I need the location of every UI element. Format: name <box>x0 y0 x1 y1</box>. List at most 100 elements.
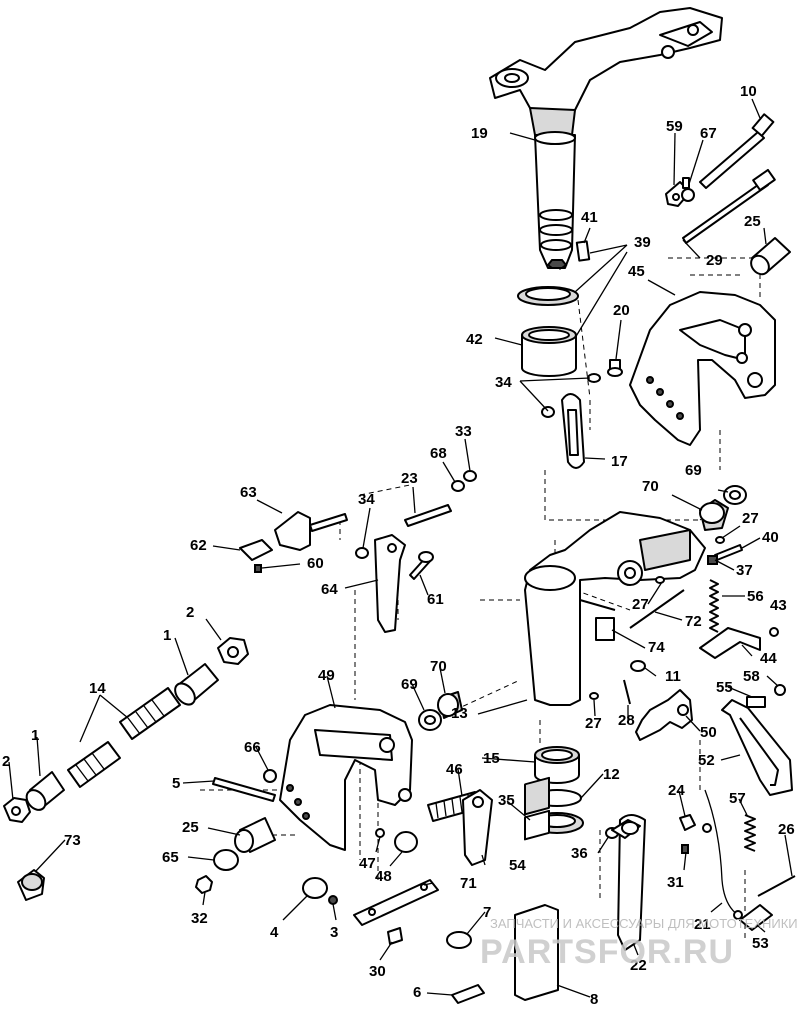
screw-part-3 <box>328 895 338 905</box>
label-53: 53 <box>752 935 769 952</box>
lever-part-50 <box>635 689 693 741</box>
clamp-bracket-part-49 <box>279 704 413 851</box>
label-31: 31 <box>667 874 684 891</box>
label-5: 5 <box>172 775 180 792</box>
label-29: 29 <box>706 252 723 269</box>
bolt-part-5 <box>212 777 276 802</box>
label-10: 10 <box>740 83 757 100</box>
alignment-dashed-lines <box>200 215 761 940</box>
label-32: 32 <box>191 910 208 927</box>
steering-arm-part-19 <box>489 7 723 269</box>
pin-part-28 <box>623 679 631 705</box>
label-12: 12 <box>603 766 620 783</box>
label-69-upper: 69 <box>685 462 702 479</box>
nut-part-37 <box>707 555 718 565</box>
pin-part-23 <box>404 504 452 527</box>
pin-part-72 <box>629 589 685 629</box>
label-42: 42 <box>466 331 483 348</box>
label-41: 41 <box>581 209 598 226</box>
bracket-part-53 <box>739 904 773 931</box>
tube-part-1-upper <box>174 663 219 706</box>
screw-part-31 <box>681 844 689 854</box>
latch-plate-part-8 <box>514 776 559 1001</box>
label-65: 65 <box>162 849 179 866</box>
label-44: 44 <box>760 650 777 667</box>
label-28: 28 <box>618 712 635 729</box>
label-6: 6 <box>413 984 421 1001</box>
bolt-part-20 <box>607 359 623 377</box>
nut-part-32 <box>195 875 213 894</box>
label-64: 64 <box>321 581 338 598</box>
label-11: 11 <box>665 668 681 685</box>
bracket-part-55 <box>746 696 766 708</box>
label-25-upper: 25 <box>744 213 761 230</box>
label-73: 73 <box>64 832 81 849</box>
disc-part-4 <box>302 877 328 899</box>
bushing-part-42 <box>521 326 577 377</box>
label-37: 37 <box>736 562 753 579</box>
sleeve-part-25 <box>750 237 791 276</box>
plate-part-71 <box>353 879 439 926</box>
label-1-upper: 1 <box>163 627 171 644</box>
nut-part-33 <box>463 470 477 482</box>
link-part-64 <box>374 534 406 633</box>
label-35: 35 <box>498 792 515 809</box>
label-27-a: 27 <box>742 510 759 527</box>
label-49: 49 <box>318 667 335 684</box>
screw-part-60 <box>254 564 262 573</box>
washer-part-69-lower <box>418 709 442 731</box>
label-70-upper: 70 <box>642 478 659 495</box>
nut-part-2-lower <box>3 797 31 823</box>
nut-part-2-upper <box>217 637 249 665</box>
label-67: 67 <box>700 125 717 142</box>
label-46: 46 <box>446 761 463 778</box>
clamp-bracket-part-45 <box>629 291 776 446</box>
handle-part-54 <box>462 789 493 866</box>
washer-part-27-lower <box>589 692 599 700</box>
lever-part-52 <box>721 699 793 796</box>
watermark-tagline: ЗАПЧАСТИ И АКСЕССУАРЫ ДЛЯ МОТОТЕХНИКИ <box>490 916 798 931</box>
label-2-upper: 2 <box>186 604 194 621</box>
watermark: ЗАПЧАСТИ И АКСЕССУАРЫ ДЛЯ МОТОТЕХНИКИ PA… <box>480 916 798 971</box>
threaded-tube-part-14 <box>67 687 181 788</box>
key-part-41 <box>575 240 591 262</box>
label-55: 55 <box>716 679 733 696</box>
label-39: 39 <box>634 234 651 251</box>
label-50: 50 <box>700 724 717 741</box>
label-45: 45 <box>628 263 645 280</box>
bolt-part-10 <box>699 113 775 189</box>
label-72: 72 <box>685 613 702 630</box>
label-27-b: 27 <box>632 596 649 613</box>
pin-part-26 <box>757 875 796 897</box>
label-54: 54 <box>509 857 526 874</box>
label-69-lower: 69 <box>401 676 418 693</box>
knob-part-73 <box>17 869 45 901</box>
label-74: 74 <box>648 639 665 656</box>
bracket-part-44 <box>699 627 761 659</box>
disc-part-48 <box>394 831 418 853</box>
label-13: 13 <box>451 705 468 722</box>
label-27-c: 27 <box>585 715 602 732</box>
label-33: 33 <box>455 423 472 440</box>
label-68: 68 <box>430 445 447 462</box>
screw-part-67 <box>681 177 695 202</box>
bushing-part-15 <box>534 746 580 784</box>
label-43: 43 <box>770 597 787 614</box>
label-59: 59 <box>666 118 683 135</box>
label-19: 19 <box>471 125 488 142</box>
label-52: 52 <box>698 752 715 769</box>
label-36: 36 <box>571 845 588 862</box>
bracket-part-63 <box>274 511 348 551</box>
screw-part-58 <box>774 684 786 696</box>
bushing-part-39 <box>517 286 579 306</box>
rod-part-21 <box>702 789 743 920</box>
label-14: 14 <box>89 680 106 697</box>
label-47: 47 <box>359 855 376 872</box>
swivel-bracket-part-13 <box>524 511 706 706</box>
label-70-lower: 70 <box>430 658 447 675</box>
label-7: 7 <box>483 904 491 921</box>
label-25-lower: 25 <box>182 819 199 836</box>
tube-part-1-lower <box>25 771 65 811</box>
label-57: 57 <box>729 790 746 807</box>
